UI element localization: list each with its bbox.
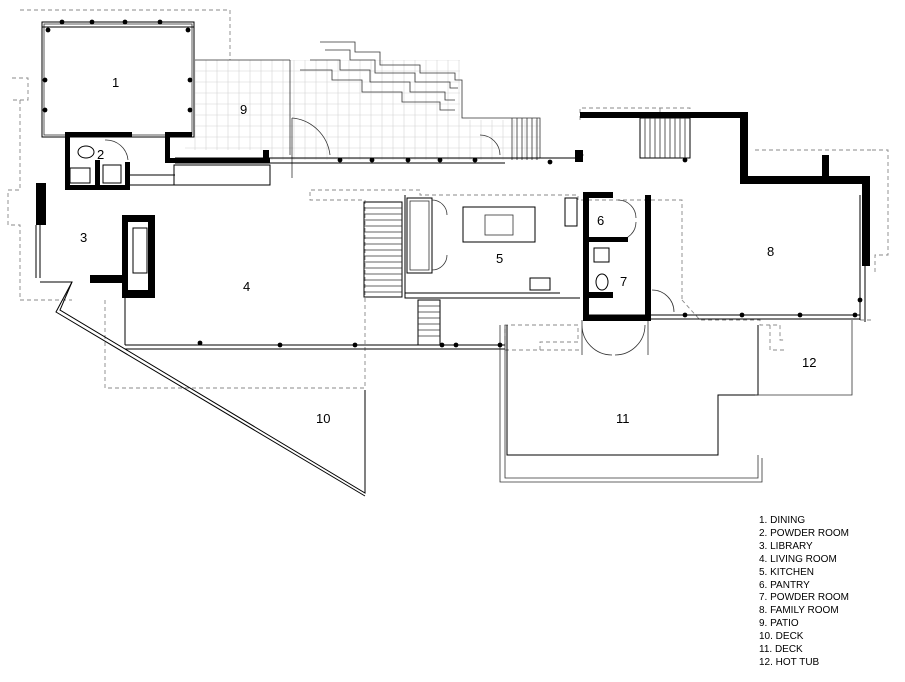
room-number-1: 1 — [112, 75, 119, 90]
room-number-4: 4 — [243, 279, 250, 294]
column-post — [547, 159, 553, 165]
column-post — [453, 342, 459, 348]
column-post — [59, 19, 65, 25]
room-number-6: 6 — [597, 213, 604, 228]
column-post — [277, 342, 283, 348]
patio-steps — [195, 41, 541, 160]
column-post — [337, 157, 343, 163]
column-post — [439, 342, 445, 348]
column-post — [797, 312, 803, 318]
column-post — [497, 342, 503, 348]
column-post — [352, 342, 358, 348]
column-post — [437, 157, 443, 163]
column-post — [369, 157, 375, 163]
room-legend: 1. DINING 2. POWDER ROOM 3. LIBRARY 4. L… — [759, 515, 849, 670]
column-post — [682, 157, 688, 163]
legend-item: 7. POWDER ROOM — [759, 592, 850, 604]
column-post — [89, 19, 95, 25]
room-number-11: 11 — [616, 411, 630, 426]
room-numbers: 1 2 3 4 5 6 7 8 9 10 11 12 — [80, 75, 816, 426]
column-post — [739, 312, 745, 318]
room-number-5: 5 — [496, 251, 503, 266]
legend-item: 12. HOT TUB — [759, 656, 820, 668]
column-post — [157, 19, 163, 25]
roof-outline-right — [580, 149, 872, 156]
column-post — [857, 297, 863, 303]
legend-item: 4. LIVING ROOM — [759, 553, 837, 565]
column-post — [45, 27, 51, 33]
legend-item: 8. FAMILY ROOM — [759, 605, 839, 617]
walls — [36, 112, 870, 321]
column-post — [187, 107, 193, 113]
room-number-7: 7 — [620, 274, 627, 289]
door-swings — [104, 117, 675, 356]
fixtures — [69, 145, 610, 291]
column-post — [187, 77, 193, 83]
legend-item: 9. PATIO — [759, 618, 799, 630]
room-number-10: 10 — [316, 411, 330, 426]
patio-paving — [185, 60, 540, 160]
column-post — [122, 19, 128, 25]
room-number-2: 2 — [97, 147, 104, 162]
column-post — [197, 340, 203, 346]
glazing — [35, 157, 866, 350]
legend-item: 10. DECK — [759, 631, 804, 643]
column-post — [472, 157, 478, 163]
room-number-8: 8 — [767, 244, 774, 259]
legend-item: 5. KITCHEN — [759, 566, 815, 578]
posts — [42, 19, 863, 348]
kitchen — [404, 195, 580, 299]
legend-item: 11. DECK — [759, 644, 803, 656]
room-number-3: 3 — [80, 230, 87, 245]
column-post — [42, 107, 48, 113]
roof-outline — [7, 9, 889, 389]
column-post — [42, 77, 48, 83]
column-post — [852, 312, 858, 318]
legend-item: 1. DINING — [759, 515, 806, 526]
column-post — [682, 312, 688, 318]
legend-item: 6. PANTRY — [759, 579, 810, 591]
room-number-12: 12 — [802, 355, 816, 370]
legend-item: 2. POWDER ROOM — [759, 527, 850, 539]
interior-stairs — [363, 117, 691, 346]
column-post — [185, 27, 191, 33]
column-post — [405, 157, 411, 163]
room-number-9: 9 — [240, 102, 247, 117]
decks — [40, 281, 853, 497]
legend-item: 3. LIBRARY — [759, 540, 813, 552]
